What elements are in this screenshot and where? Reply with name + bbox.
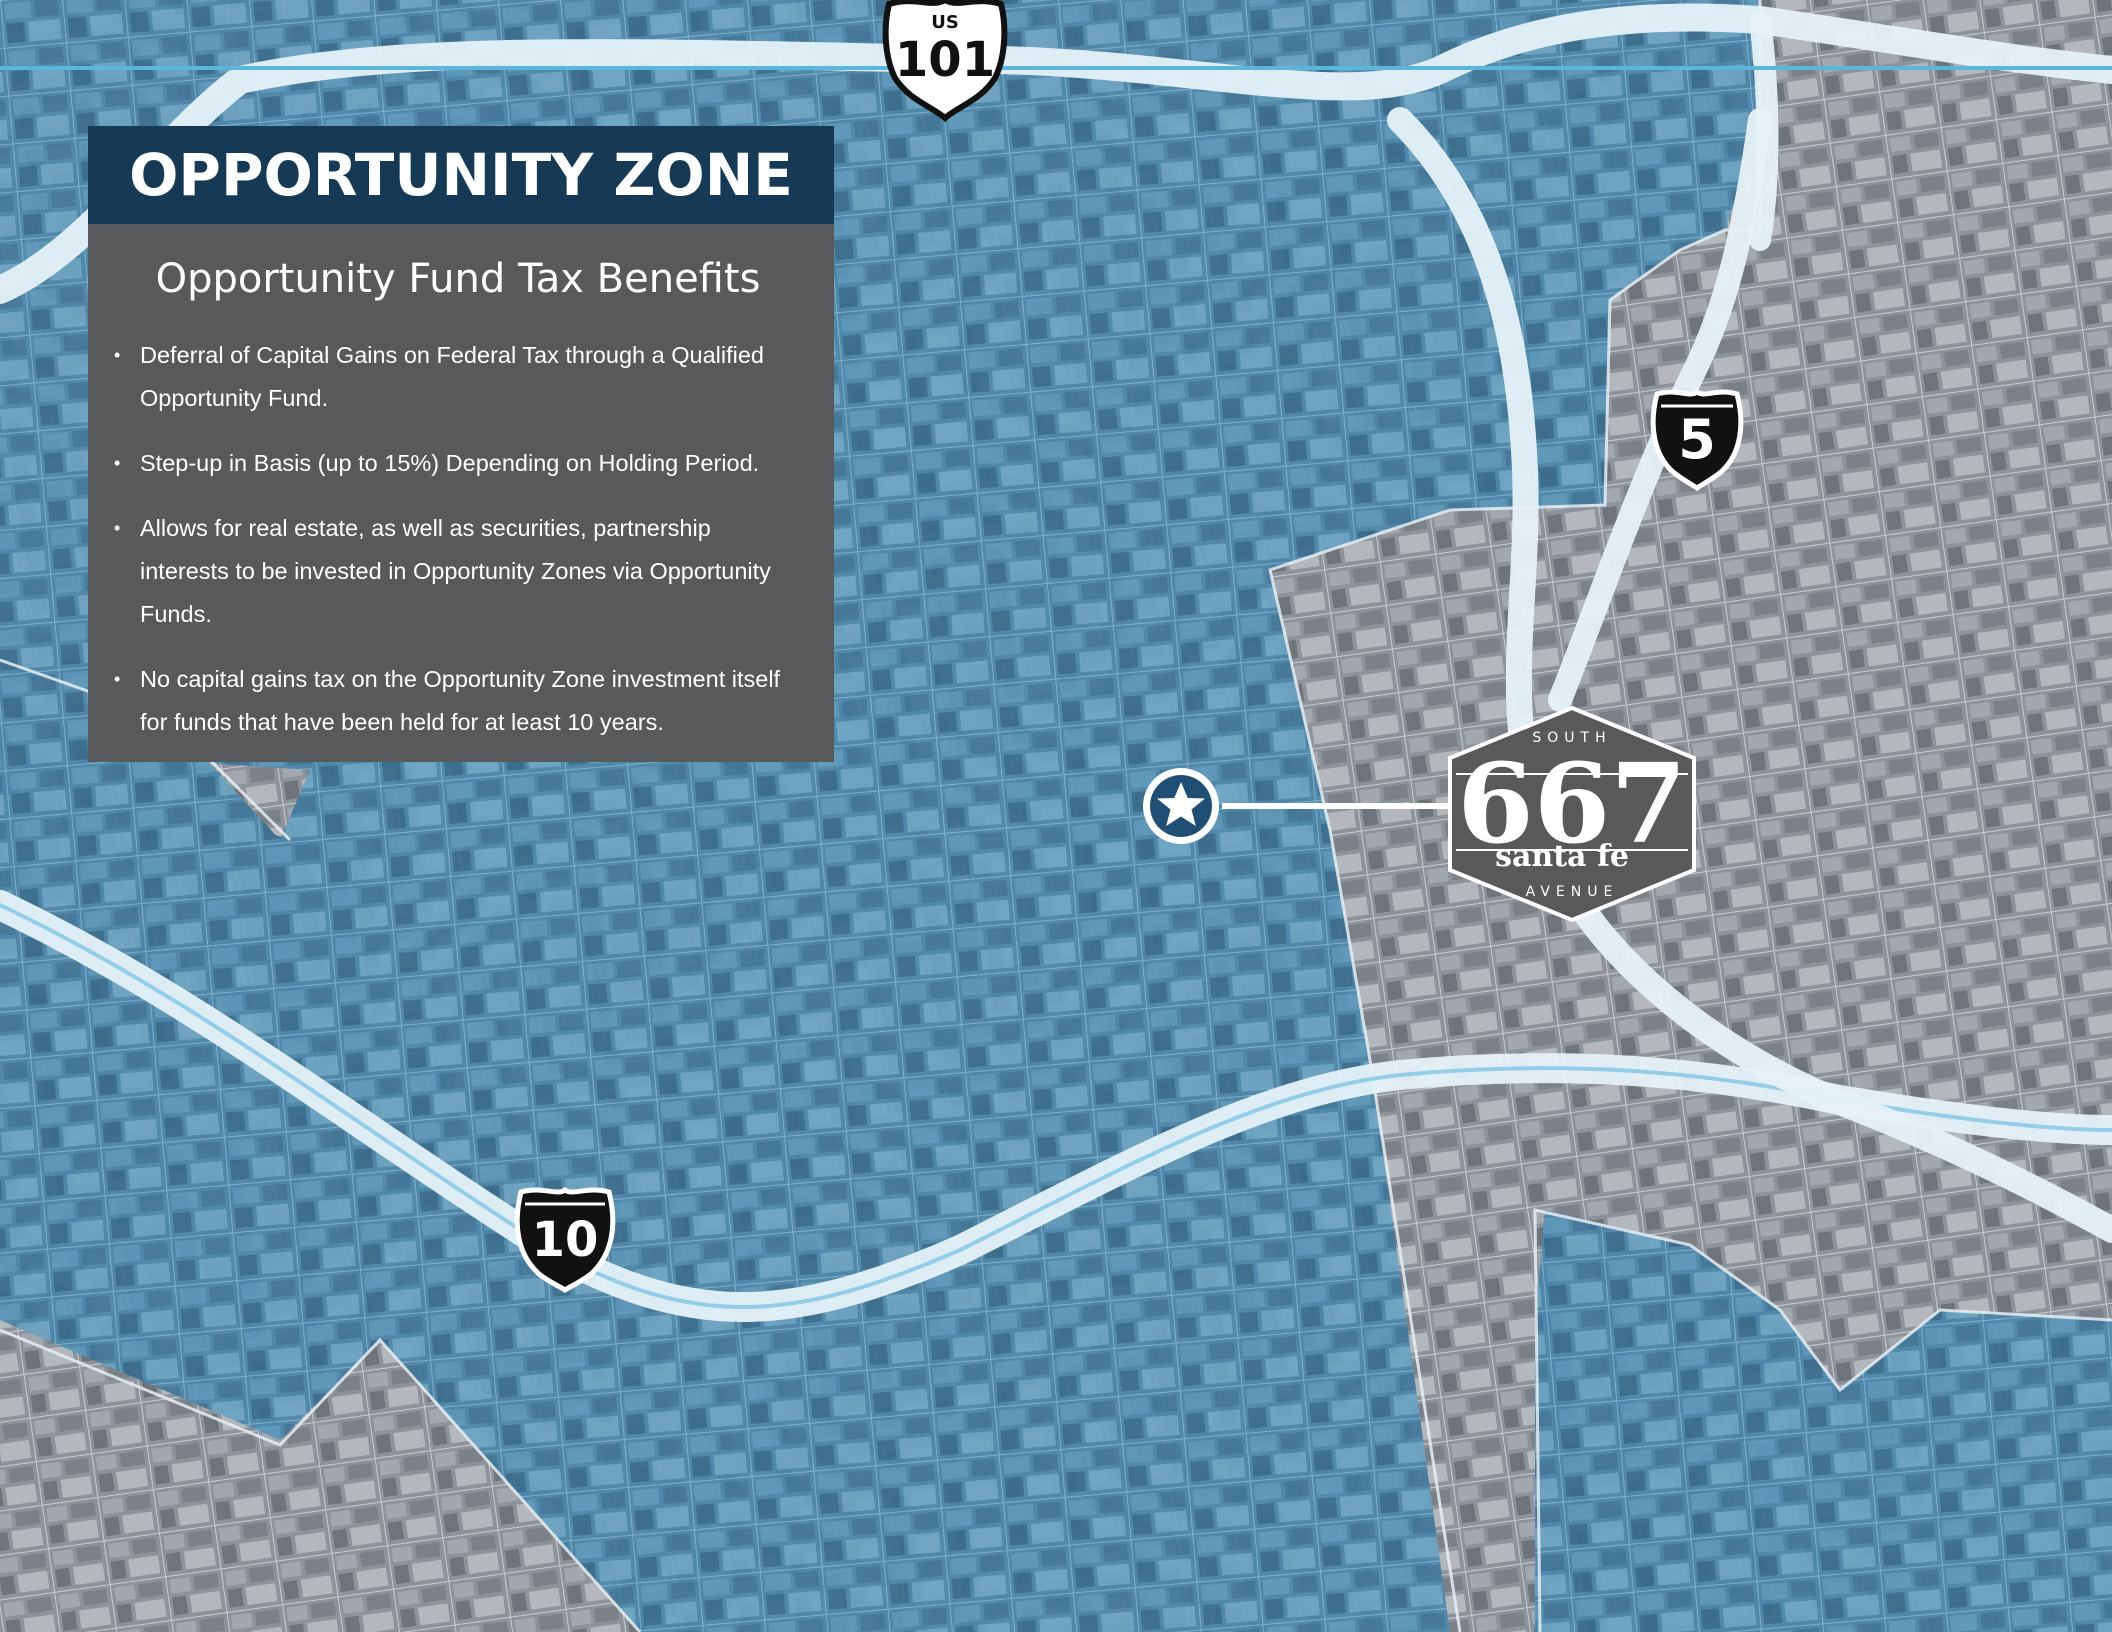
interstate-shield-icon: 10	[514, 1186, 616, 1294]
list-item: Deferral of Capital Gains on Federal Tax…	[114, 334, 796, 420]
highways	[0, 3, 2112, 1323]
benefit-list: Deferral of Capital Gains on Federal Tax…	[114, 334, 796, 744]
i5-shield-number: 5	[1678, 408, 1716, 471]
logo-top-text: SOUTH	[1532, 730, 1611, 746]
star-marker-icon[interactable]	[1143, 768, 1219, 844]
panel-subtitle: Opportunity Fund Tax Benefits	[155, 256, 761, 302]
list-item: Step-up in Basis (up to 15%) Depending o…	[114, 442, 796, 485]
us-shield-number: 101	[895, 32, 995, 88]
list-item: Allows for real estate, as well as secur…	[114, 507, 796, 636]
panel-body: Opportunity Fund Tax Benefits Deferral o…	[88, 224, 834, 762]
list-item: No capital gains tax on the Opportunity …	[114, 658, 796, 744]
opportunity-zone-panel: OPPORTUNITY ZONE Opportunity Fund Tax Be…	[88, 126, 834, 762]
i10-shield-number: 10	[532, 1212, 599, 1268]
us-highway-shield-icon: US 101	[882, 0, 1008, 122]
interstate-shield-icon: 5	[1650, 388, 1744, 492]
panel-title: OPPORTUNITY ZONE	[88, 126, 834, 224]
us-shield-prefix: US	[931, 12, 959, 33]
hexagon-logo: SOUTH 667 santa fe AVENUE	[1448, 705, 1696, 923]
logo-number: 667	[1457, 739, 1687, 868]
logo-name: santa fe	[1495, 839, 1629, 874]
logo-bottom-text: AVENUE	[1526, 884, 1619, 900]
